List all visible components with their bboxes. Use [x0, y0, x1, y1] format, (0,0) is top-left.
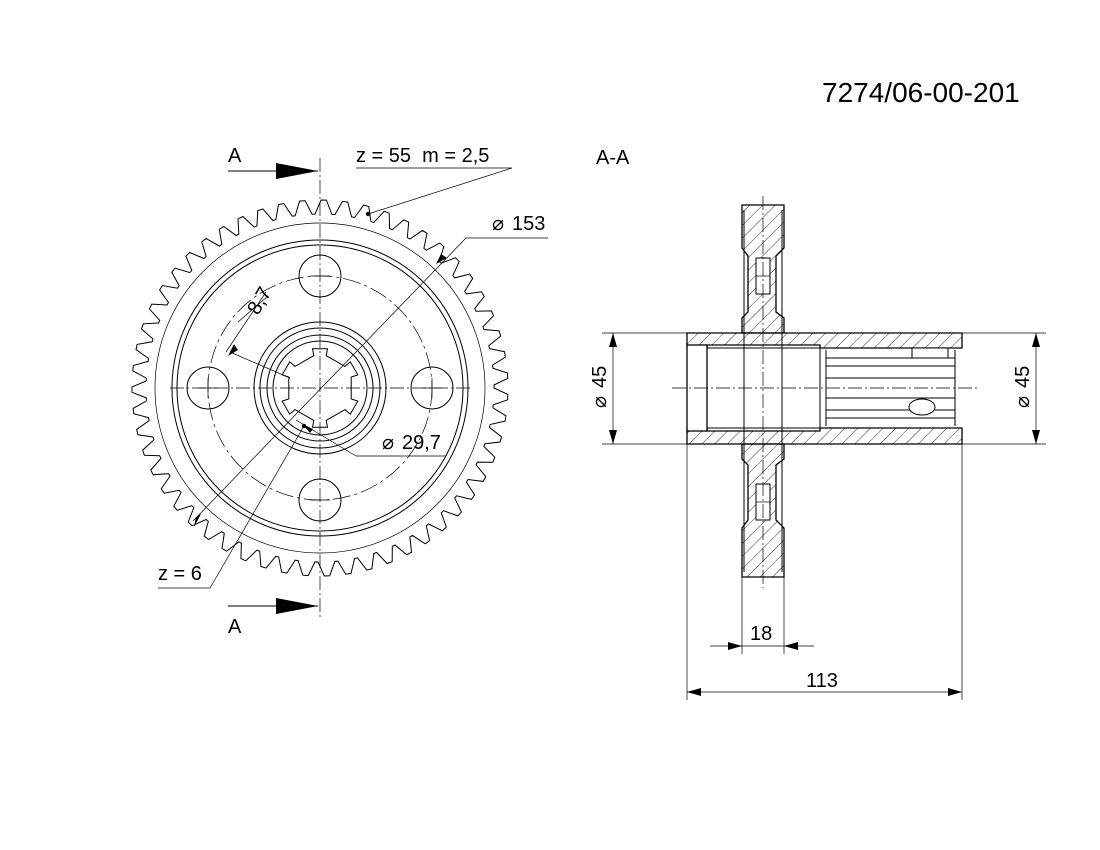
gear-spec-label: z = 55 m = 2,5	[356, 145, 489, 167]
spline-slot-upper	[911, 347, 949, 359]
shaft-wall-lower	[686, 427, 963, 445]
od-arrow-upper	[436, 254, 447, 264]
gear-pitch-circle	[154, 222, 486, 554]
od-diameter-symbol: ⌀	[492, 213, 504, 235]
section-label: A-A	[596, 147, 630, 169]
gear-teeth	[131, 199, 509, 577]
section-view: A-A	[589, 147, 1046, 700]
cut-label-bottom: A	[228, 616, 242, 638]
cut-arrow-top-head	[276, 163, 318, 179]
hub-width-value: 18	[750, 623, 772, 645]
spline-grooves	[825, 348, 956, 426]
overall-length-value: 113	[806, 670, 838, 692]
left-dim-arrow-bottom	[609, 430, 617, 444]
bore-diameter-symbol: ⌀	[382, 432, 394, 454]
left-diameter-symbol: ⌀	[589, 396, 611, 408]
gear-spec-leader	[367, 167, 513, 215]
length-arrow-right	[948, 688, 962, 696]
front-view: A A z = 55 m = 2,5 ⌀ 153 ⌀ 29,7 8,7 z = …	[131, 145, 548, 638]
offset-dimension-line	[225, 291, 267, 353]
length-arrow-left	[687, 688, 701, 696]
drawing-number: 7274/06-00-201	[822, 77, 1020, 108]
cut-label-top: A	[228, 145, 242, 167]
od-dimension-line	[192, 237, 467, 522]
offset-arrow	[228, 344, 238, 356]
width-arrow-right	[784, 642, 798, 650]
offset-extension-2	[229, 351, 291, 379]
od-diameter-value: 153	[512, 213, 545, 235]
shaft-wall-upper	[686, 332, 963, 349]
offset-extension-1	[237, 295, 269, 323]
spline-count-dot	[301, 423, 307, 429]
right-diameter-value: 45	[1012, 366, 1034, 388]
gear-spec-leader-dot	[365, 211, 371, 217]
spline-count-leader	[209, 425, 305, 589]
right-dim-arrow-top	[1032, 333, 1040, 347]
bore-diameter-value: 29,7	[402, 432, 441, 454]
spline-count-label: z = 6	[158, 563, 202, 585]
spline-slot-oval	[908, 398, 936, 416]
right-diameter-symbol: ⌀	[1012, 396, 1034, 408]
cut-arrow-bottom-head	[276, 598, 318, 614]
od-arrow-lower	[194, 514, 201, 527]
left-diameter-value: 45	[589, 366, 611, 388]
left-dim-arrow-top	[609, 333, 617, 347]
width-arrow-left	[728, 642, 742, 650]
right-dim-arrow-bottom	[1032, 430, 1040, 444]
